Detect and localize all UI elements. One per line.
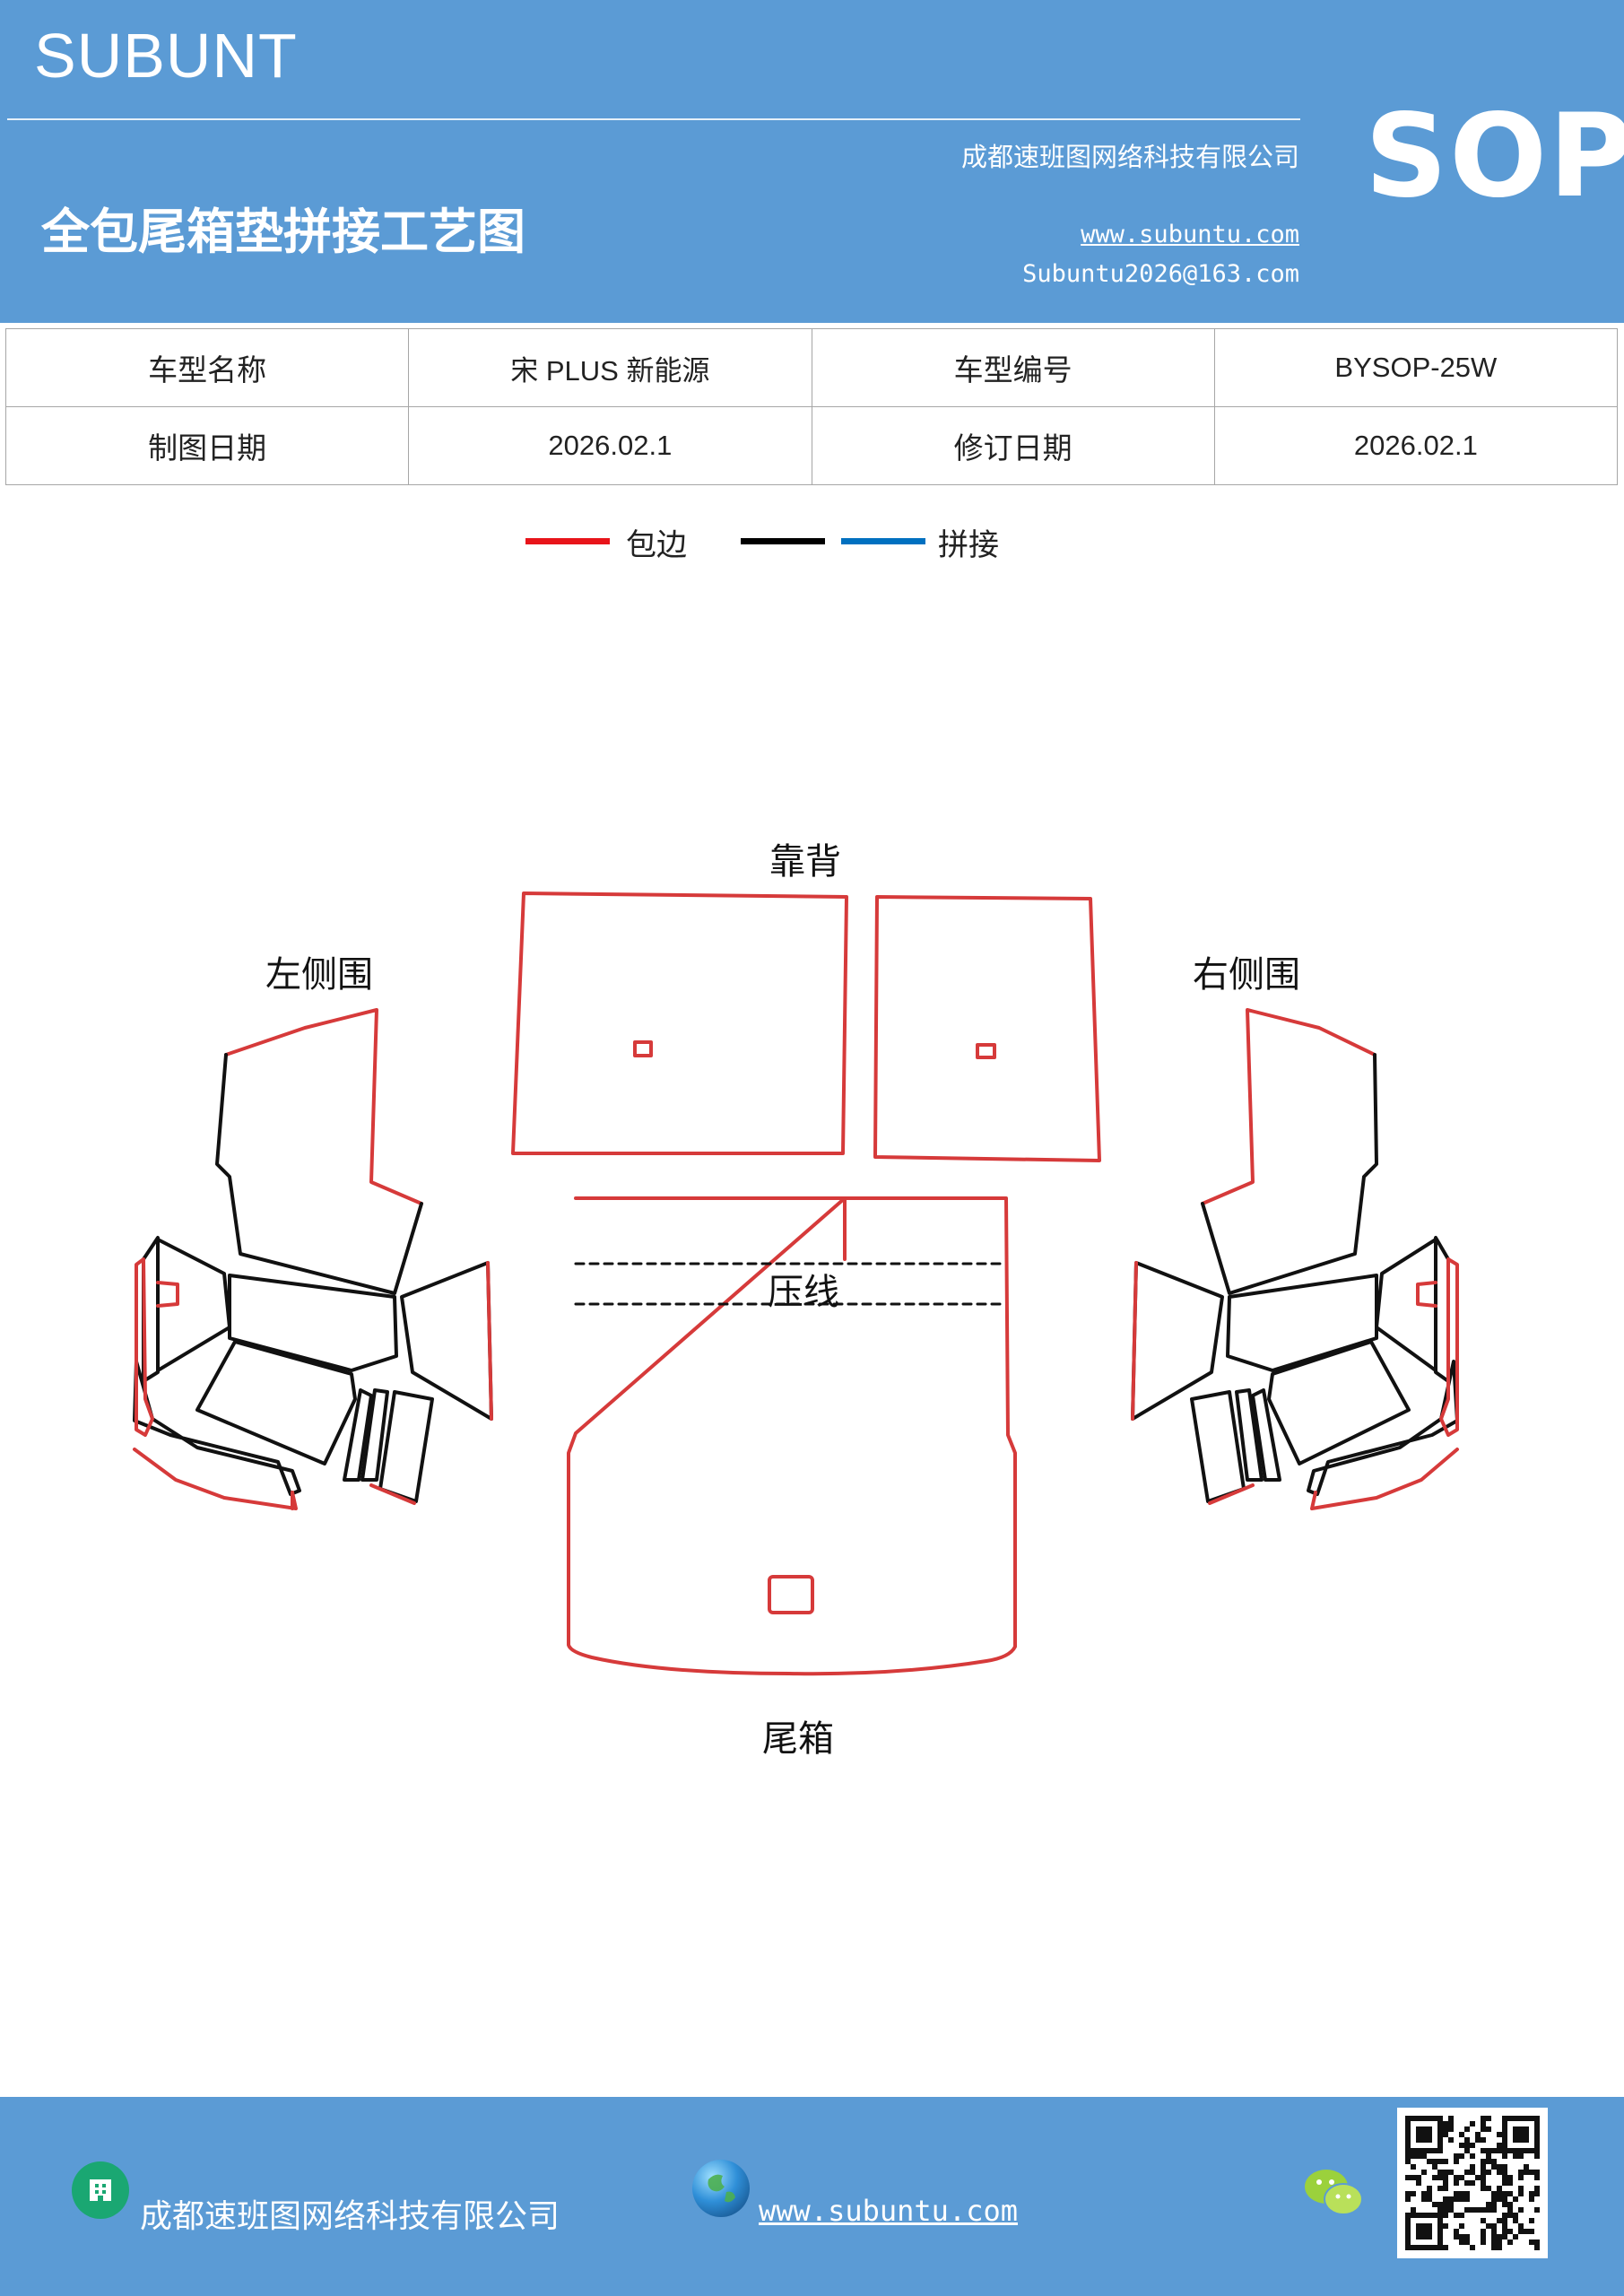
legend-label-edge: 包边 xyxy=(626,527,687,563)
header-website-link[interactable]: www.subuntu.com xyxy=(1081,221,1299,248)
footer-website-link[interactable]: www.subuntu.com xyxy=(759,2194,1018,2228)
footer-company: 成都速班图网络科技有限公司 xyxy=(140,2198,560,2235)
legend: 包边 拼接 xyxy=(0,520,1624,574)
model-code-label: 车型编号 xyxy=(811,328,1215,407)
legend-label-seam: 拼接 xyxy=(938,527,999,563)
globe-icon xyxy=(692,2160,750,2217)
backrest-panel-right xyxy=(873,895,1101,1162)
header-divider xyxy=(7,118,1300,120)
header-company: 成都速班图网络科技有限公司 xyxy=(960,142,1299,172)
footer-banner: 成都速班图网络科技有限公司 www.subuntu.com xyxy=(0,2097,1624,2296)
draw-date-label: 制图日期 xyxy=(4,406,410,485)
vehicle-info-table: 车型名称 宋 PLUS 新能源 车型编号 BYSOP-25W 制图日期 2026… xyxy=(4,328,1619,485)
label-left-side: 左侧围 xyxy=(265,954,373,996)
revision-date-label: 修订日期 xyxy=(811,406,1215,485)
sop-badge: SOP xyxy=(1365,90,1624,223)
page-title: 全包尾箱垫拼接工艺图 xyxy=(41,204,525,260)
model-code-value: BYSOP-25W xyxy=(1213,328,1619,407)
legend-swatch-edge xyxy=(525,538,610,544)
model-name-value: 宋 PLUS 新能源 xyxy=(408,328,812,407)
label-trunk: 尾箱 xyxy=(762,1718,834,1760)
header-email: Subuntu2026@163.com xyxy=(1022,260,1299,288)
backrest-panel-left xyxy=(511,891,848,1155)
wechat-icon[interactable] xyxy=(1302,2165,1365,2219)
building-icon xyxy=(72,2161,129,2219)
header-banner: SUBUNT 全包尾箱垫拼接工艺图 成都速班图网络科技有限公司 www.subu… xyxy=(0,0,1624,323)
qr-code xyxy=(1397,2108,1548,2258)
revision-date-value: 2026.02.1 xyxy=(1213,406,1619,485)
trunk-floor-panel xyxy=(567,1196,1017,1676)
right-side-panel xyxy=(1131,1008,1459,1510)
label-press-line: 压线 xyxy=(768,1272,839,1313)
draw-date-value: 2026.02.1 xyxy=(408,406,812,485)
table-row: 车型名称 宋 PLUS 新能源 车型编号 BYSOP-25W xyxy=(4,328,1619,407)
press-lines xyxy=(574,1262,1008,1306)
table-row: 制图日期 2026.02.1 修订日期 2026.02.1 xyxy=(4,406,1619,485)
model-name-label: 车型名称 xyxy=(4,328,410,407)
brand-name: SUBUNT xyxy=(34,21,298,91)
left-side-panel xyxy=(133,1008,493,1510)
label-right-side: 右侧围 xyxy=(1193,954,1300,996)
legend-swatch-black xyxy=(741,538,825,544)
label-backrest: 靠背 xyxy=(769,841,841,883)
legend-swatch-seam xyxy=(841,538,925,544)
